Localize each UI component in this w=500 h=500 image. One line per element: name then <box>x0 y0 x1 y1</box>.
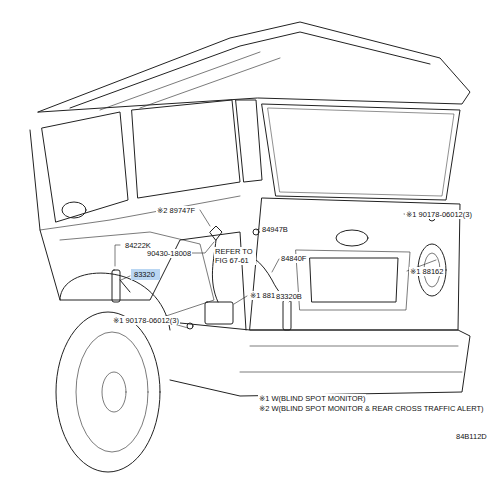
part-number: 83320 <box>134 270 157 279</box>
tire <box>56 312 160 472</box>
body-side <box>30 130 246 330</box>
rear-glass-inner <box>268 108 454 196</box>
rear-glass <box>262 104 460 200</box>
callout-number: ※1 90178-06012(3) <box>405 210 473 219</box>
note-text: ※2 W(BLIND SPOT MONITOR & REAR CROSS TRA… <box>258 404 485 413</box>
module-88172 <box>205 302 233 324</box>
roof-rail <box>70 32 430 108</box>
callout-number: ※2 89747F <box>156 206 196 215</box>
roof <box>38 22 470 112</box>
side-window <box>132 100 240 198</box>
callout-number: ※1 88162 <box>409 267 444 276</box>
beltline <box>40 196 240 230</box>
pillar <box>236 100 262 182</box>
callout-number: REFER TO FIG 67-61 <box>214 247 256 265</box>
callout-number: 84947B <box>261 225 289 234</box>
rim <box>76 332 148 452</box>
highlighted-part-number: 83320 <box>131 269 160 280</box>
rear-bumper <box>150 320 470 396</box>
sensor-83320B <box>283 300 291 330</box>
side-window <box>42 112 128 222</box>
leader-lines <box>115 210 436 328</box>
fuel-door <box>62 202 86 218</box>
callout-number: ※1 90178-06012(3) <box>112 316 180 325</box>
grommet-84947B <box>253 229 259 235</box>
bumper-line <box>250 346 458 347</box>
clip-89747F <box>210 226 222 240</box>
note-text: ※1 W(BLIND SPOT MONITOR) <box>258 394 366 403</box>
emblem <box>336 230 368 246</box>
sensor-bracket <box>120 280 130 292</box>
callout-number: 90430-18008 <box>146 249 192 258</box>
hub <box>102 372 126 412</box>
sensor-83320 <box>112 270 120 302</box>
license-recess <box>296 250 410 310</box>
callout-number: 84B112D <box>455 432 488 441</box>
roof-rack <box>100 52 280 110</box>
callout-number: 84840F <box>280 254 307 263</box>
license-area <box>310 258 398 302</box>
callout-number: 83320B <box>275 292 303 301</box>
quarter-trim <box>60 232 214 318</box>
bumper-step <box>240 372 462 373</box>
